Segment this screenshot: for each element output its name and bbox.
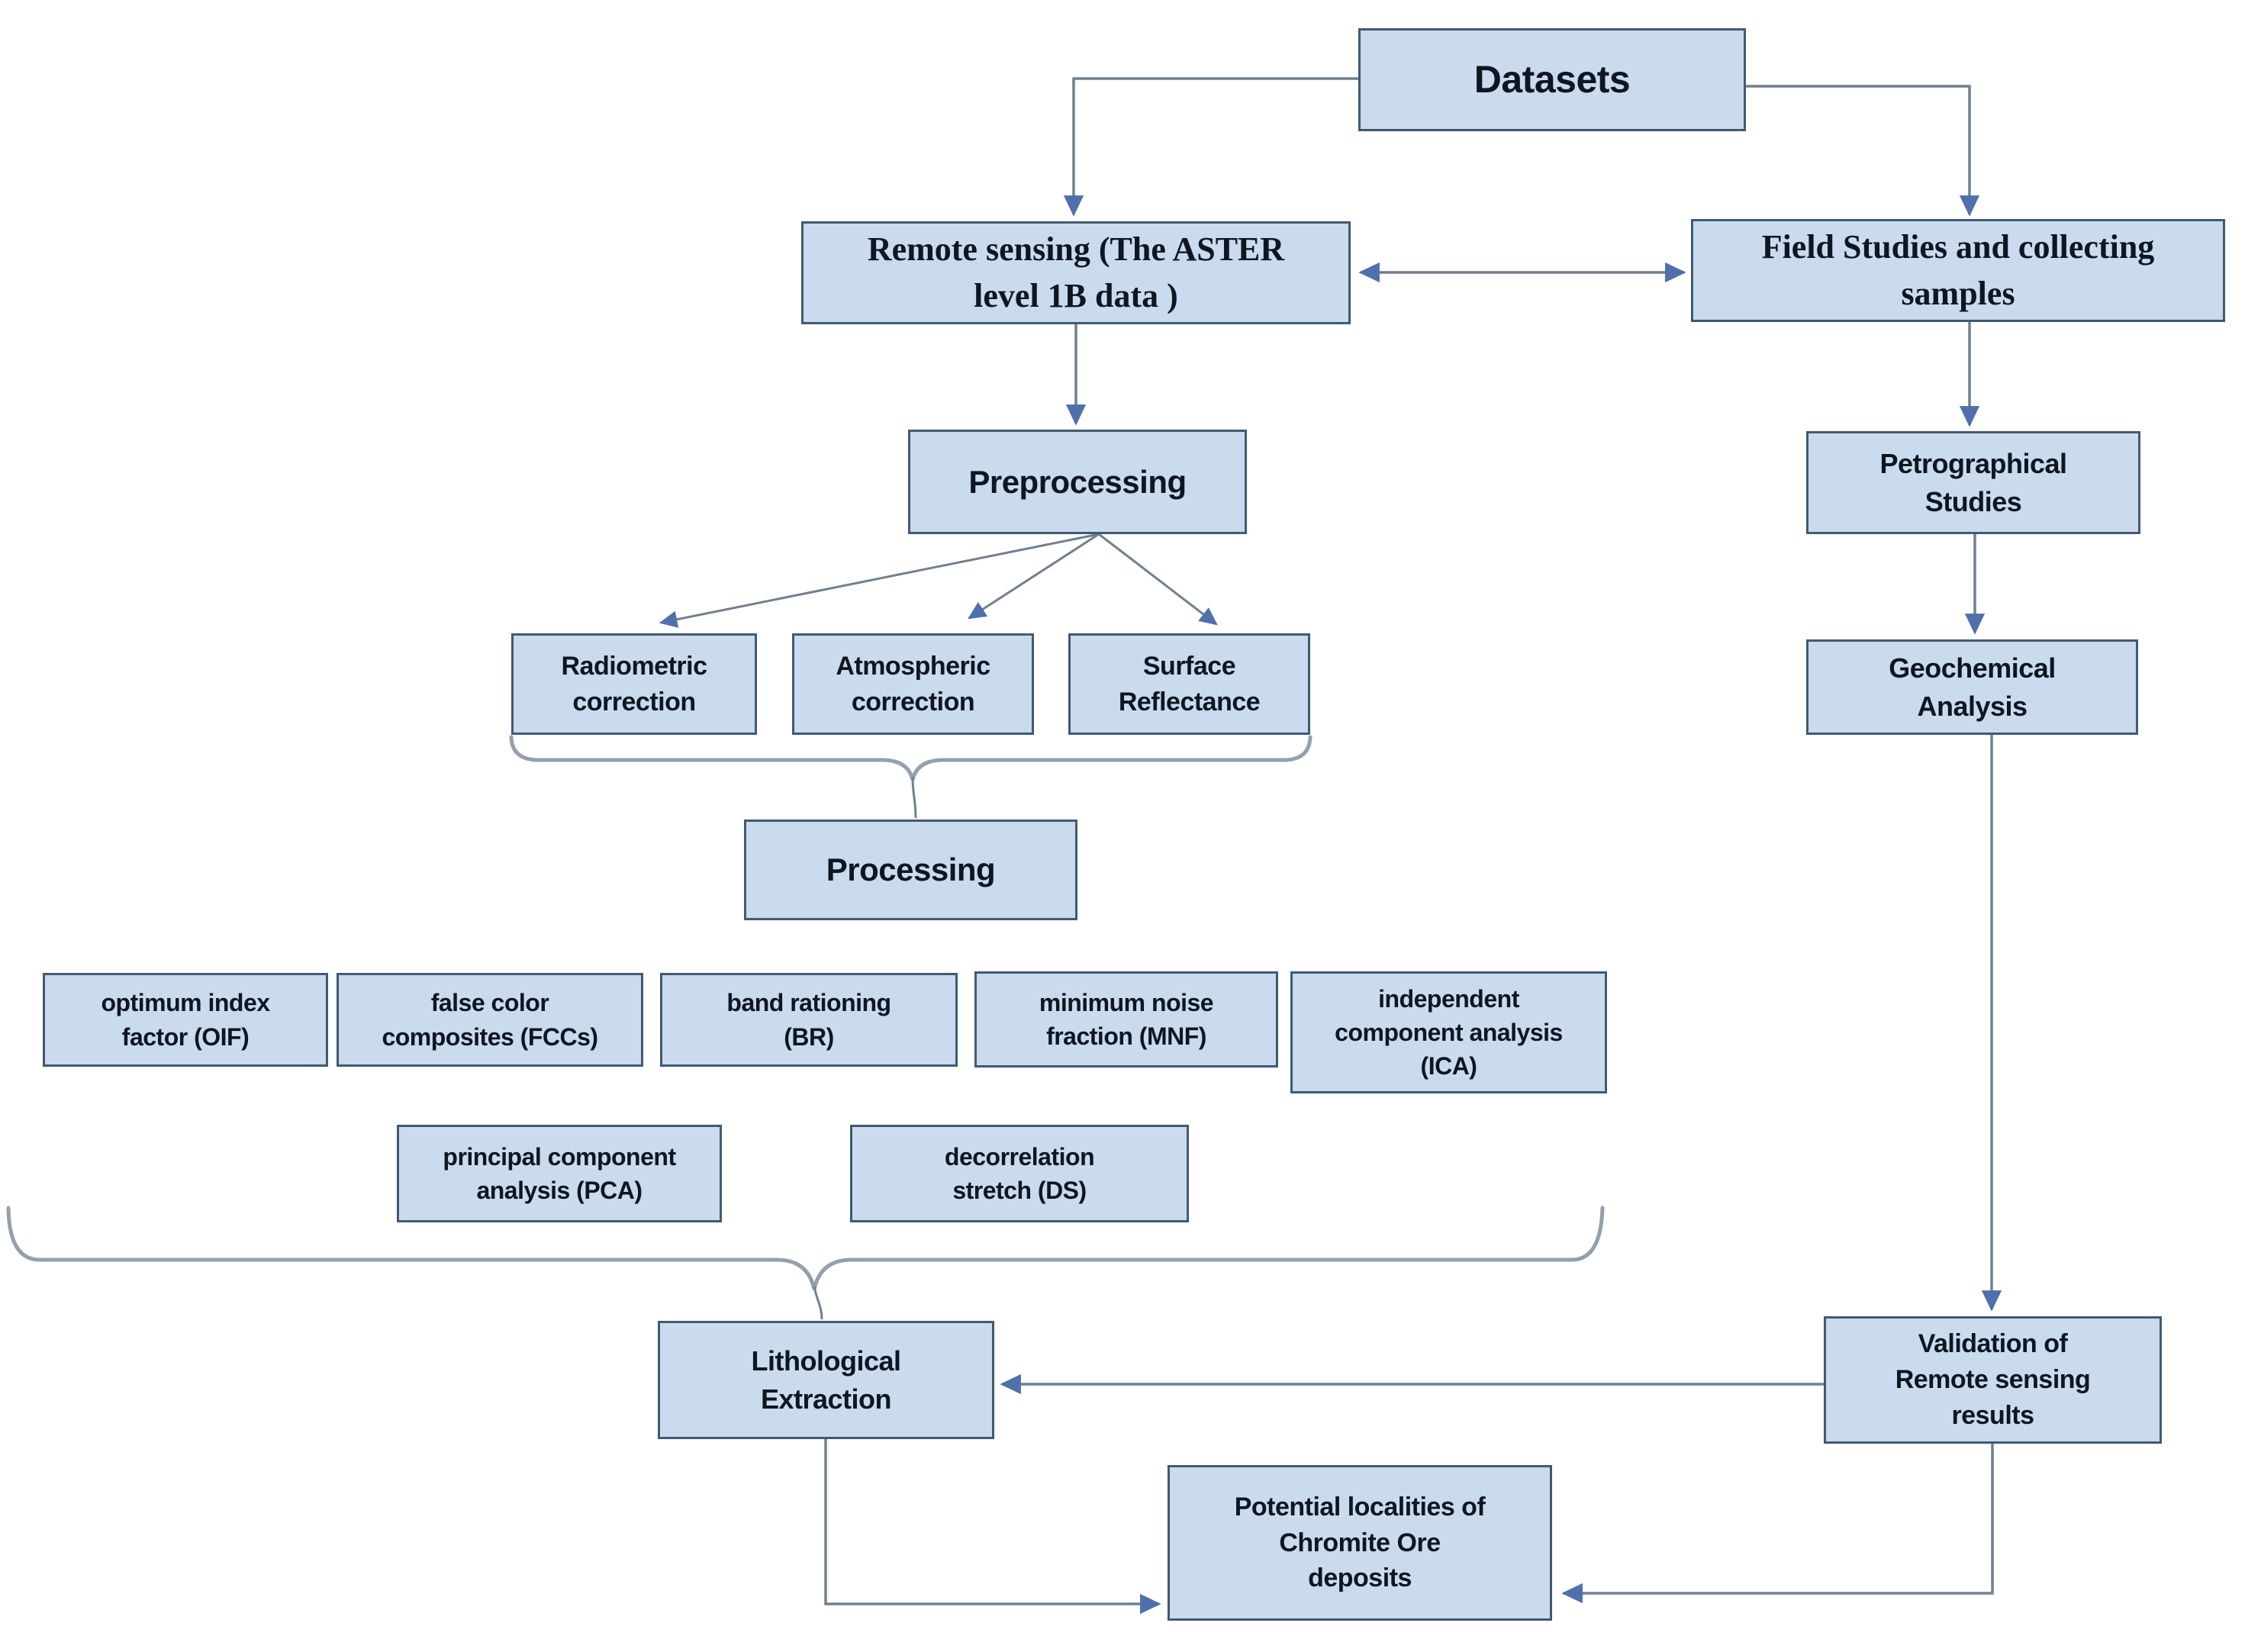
connector-preprocessing-to-radiometric [659, 533, 1100, 628]
node-lithological-extraction: Lithological Extraction [658, 1321, 994, 1439]
node-false-color-composites: false color composites (FCCs) [337, 973, 643, 1067]
brace-corrections-group [509, 735, 1312, 781]
node-radiometric-correction: Radiometric correction [511, 633, 757, 735]
node-surface-reflectance: Surface Reflectance [1068, 633, 1310, 735]
node-principal-component-analysis: principal component analysis (PCA) [397, 1125, 722, 1222]
node-minimum-noise-fraction: minimum noise fraction (MNF) [974, 971, 1278, 1068]
connector-datasets-to-remote-sensing [1063, 77, 1358, 217]
node-geochemical-analysis: Geochemical Analysis [1806, 639, 2138, 735]
node-decorrelation-stretch: decorrelation stretch (DS) [850, 1125, 1189, 1222]
node-preprocessing: Preprocessing [908, 430, 1247, 534]
node-potential-localities: Potential localities of Chromite Ore dep… [1168, 1465, 1552, 1621]
node-petrographical-studies: Petrographical Studies [1806, 431, 2140, 534]
connector-lithological-to-potential [824, 1439, 1161, 1615]
node-field-studies: Field Studies and collecting samples [1691, 219, 2225, 322]
node-datasets: Datasets [1358, 28, 1746, 131]
node-atmospheric-correction: Atmospheric correction [792, 633, 1034, 735]
brace-techniques-group [6, 1206, 1605, 1290]
node-remote-sensing: Remote sensing (The ASTER level 1B data … [801, 221, 1351, 324]
connector-brace-to-lithological [813, 1286, 823, 1320]
node-independent-component-analysis: independent component analysis (ICA) [1290, 971, 1607, 1093]
node-optimum-index-factor: optimum index factor (OIF) [43, 973, 328, 1067]
connector-preprocessing-to-atmospheric [968, 533, 1100, 620]
connector-preprocessing-to-surface [1098, 533, 1218, 626]
connector-validation-to-potential [1561, 1444, 1994, 1604]
connector-brace-to-processing [911, 776, 917, 819]
node-validation-results: Validation of Remote sensing results [1824, 1316, 2162, 1444]
connector-datasets-to-field-studies [1746, 85, 1980, 217]
node-band-rationing: band rationing (BR) [660, 973, 958, 1067]
node-processing: Processing [744, 820, 1077, 920]
